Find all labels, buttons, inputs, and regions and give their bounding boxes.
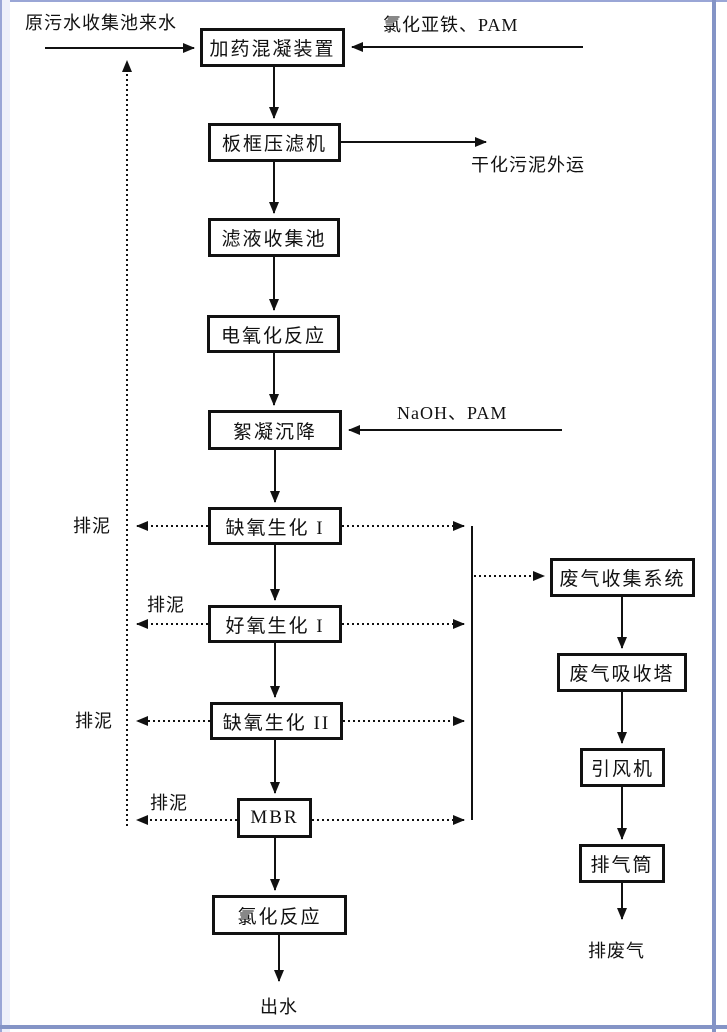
node-exhaust-stack: 排气筒 xyxy=(579,844,665,883)
label-influent: 原污水收集池来水 xyxy=(25,13,177,33)
frame-right-line xyxy=(712,0,716,1032)
node-label: 引风机 xyxy=(590,759,654,780)
node-electro-oxidation: 电氧化反应 xyxy=(207,315,340,353)
node-chlorination: 氯化反应 xyxy=(212,895,347,935)
node-label: 排气筒 xyxy=(590,855,654,876)
label-sludge-discharge-2: 排泥 xyxy=(147,595,185,615)
frame-left-line xyxy=(0,0,2,1032)
node-label: 缺氧生化 I xyxy=(225,517,325,539)
label-sludge-discharge-3: 排泥 xyxy=(75,711,113,731)
node-label: 加药混凝装置 xyxy=(209,39,336,60)
node-anoxic-bio-1: 缺氧生化 I xyxy=(208,507,342,545)
node-plate-frame-filter-press: 板框压滤机 xyxy=(208,123,341,162)
frame-bottom-line xyxy=(0,1025,727,1029)
label-ferrous-chloride-pam: 氯化亚铁、PAM xyxy=(383,15,519,35)
node-filtrate-collection-pool: 滤液收集池 xyxy=(208,218,340,257)
label-effluent: 出水 xyxy=(260,997,298,1017)
node-label: MBR xyxy=(250,807,299,828)
node-flocculation-settling: 絮凝沉降 xyxy=(208,410,342,450)
node-label: 电氧化反应 xyxy=(220,325,326,347)
node-label: 废气吸收塔 xyxy=(569,664,675,685)
node-label: 板框压滤机 xyxy=(221,134,327,155)
node-induced-draft-fan: 引风机 xyxy=(580,748,665,787)
label-exhaust-gas: 排废气 xyxy=(588,941,645,961)
label-sludge-discharge-1: 排泥 xyxy=(73,516,111,536)
node-aerobic-bio-1: 好氧生化 I xyxy=(208,605,342,643)
node-label: 滤液收集池 xyxy=(221,229,327,250)
label-sludge-discharge-4: 排泥 xyxy=(150,793,188,813)
node-mbr: MBR xyxy=(237,798,312,838)
node-gas-absorption-tower: 废气吸收塔 xyxy=(557,653,687,692)
frame-left-strip xyxy=(2,0,10,1032)
node-dosing-coagulation: 加药混凝装置 xyxy=(200,28,345,67)
label-dried-sludge-out: 干化污泥外运 xyxy=(471,155,585,175)
frame-top-line xyxy=(0,0,727,2)
node-anoxic-bio-2: 缺氧生化 II xyxy=(210,702,343,740)
node-gas-collection-system: 废气收集系统 xyxy=(550,558,695,597)
node-label: 氯化反应 xyxy=(237,906,322,928)
label-naoh-pam: NaOH、PAM xyxy=(397,403,508,423)
node-label: 废气收集系统 xyxy=(559,569,686,590)
node-label: 絮凝沉降 xyxy=(232,421,317,443)
node-label: 缺氧生化 II xyxy=(222,712,331,734)
node-label: 好氧生化 I xyxy=(225,615,325,637)
